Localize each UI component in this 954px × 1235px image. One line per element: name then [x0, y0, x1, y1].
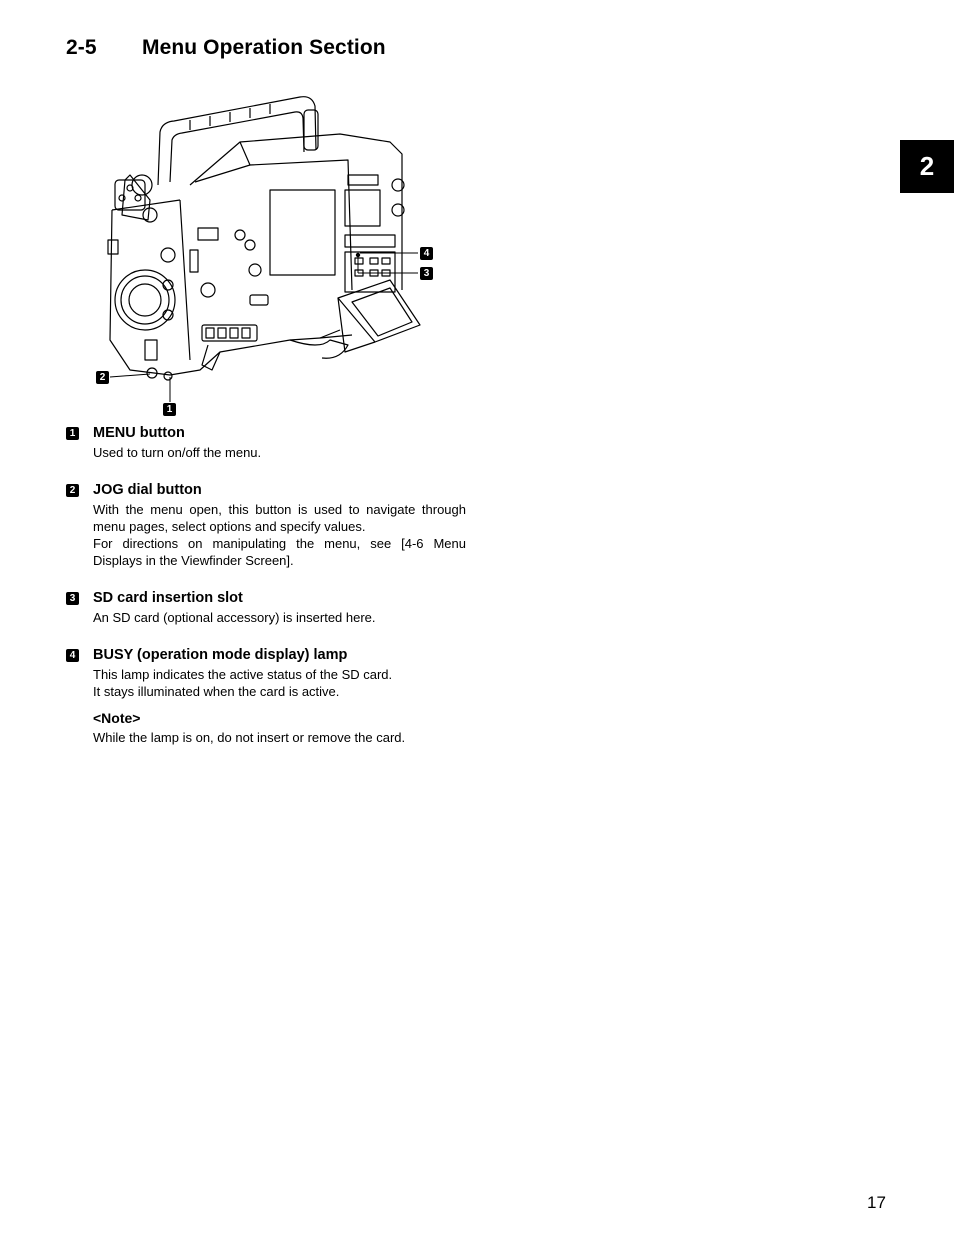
item-body: With the menu open, this button is used …: [93, 501, 466, 569]
callout-2: 2: [96, 371, 109, 384]
item-busy-lamp: 4 BUSY (operation mode display) lamp Thi…: [66, 646, 466, 746]
item-title: MENU button: [93, 425, 185, 441]
section-title: Menu Operation Section: [142, 36, 386, 59]
item-text: Used to turn on/off the menu.: [93, 445, 262, 460]
item-badge: 4: [66, 649, 79, 662]
item-body: An SD card (optional accessory) is inser…: [93, 609, 466, 626]
item-menu-button: 1 MENU button Used to turn on/off the me…: [66, 424, 466, 461]
item-sd-card-slot: 3 SD card insertion slot An SD card (opt…: [66, 589, 466, 626]
item-text: With the menu open, this button is used …: [93, 502, 466, 534]
section-number: 2-5: [66, 36, 97, 59]
item-list: 1 MENU button Used to turn on/off the me…: [66, 424, 466, 766]
item-body: This lamp indicates the active status of…: [93, 666, 466, 700]
item-text: It stays illuminated when the card is ac…: [93, 684, 340, 699]
item-badge: 1: [66, 427, 79, 440]
item-badge: 3: [66, 592, 79, 605]
camcorder-illustration: [107, 96, 421, 381]
callout-3: 3: [420, 267, 433, 280]
callout-4: 4: [420, 247, 433, 260]
item-body: Used to turn on/off the menu.: [93, 444, 466, 461]
item-jog-dial-button: 2 JOG dial button With the menu open, th…: [66, 481, 466, 569]
item-text: An SD card (optional accessory) is inser…: [93, 610, 376, 625]
item-text: For directions on manipulating the menu,…: [93, 536, 466, 568]
item-badge: 2: [66, 484, 79, 497]
note-body: While the lamp is on, do not insert or r…: [93, 730, 406, 745]
item-title: BUSY (operation mode display) lamp: [93, 647, 348, 663]
note-title: <Note>: [93, 710, 141, 726]
callout-1: 1: [163, 403, 176, 416]
chapter-tab: 2: [900, 140, 954, 193]
item-title: SD card insertion slot: [93, 590, 243, 606]
item-title: JOG dial button: [93, 482, 202, 498]
callout-leaders: [109, 252, 418, 402]
section-heading: 2-5 Menu Operation Section: [66, 36, 386, 60]
page-number: 17: [867, 1193, 886, 1212]
item-text: This lamp indicates the active status of…: [93, 667, 393, 682]
camcorder-figure: 4 3 2 1: [90, 90, 440, 422]
